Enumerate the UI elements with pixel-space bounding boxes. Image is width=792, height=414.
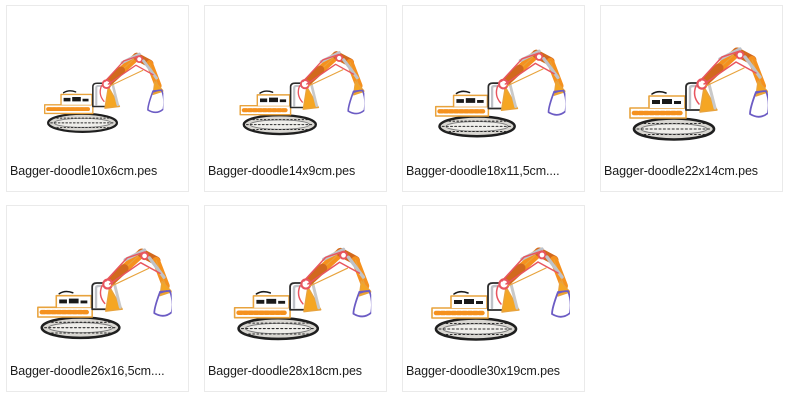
file-tile[interactable]: Bagger-doodle22x14cm.pes bbox=[594, 0, 792, 200]
file-tile-frame[interactable]: Bagger-doodle10x6cm.pes bbox=[6, 5, 189, 192]
file-thumbnail[interactable] bbox=[205, 206, 386, 363]
file-tile[interactable]: Bagger-doodle14x9cm.pes bbox=[198, 0, 396, 200]
file-tile[interactable]: Bagger-doodle26x16,5cm.... bbox=[0, 200, 198, 400]
file-thumbnail[interactable] bbox=[403, 206, 584, 363]
file-tile[interactable]: Bagger-doodle28x18cm.pes bbox=[198, 200, 396, 400]
file-name-label: Bagger-doodle30x19cm.pes bbox=[406, 364, 560, 378]
excavator-doodle-icon bbox=[434, 49, 565, 137]
file-thumbnail[interactable] bbox=[7, 206, 188, 363]
file-thumbnail[interactable] bbox=[403, 6, 584, 163]
file-name-label: Bagger-doodle18x11,5cm.... bbox=[406, 164, 560, 178]
file-tile-frame[interactable]: Bagger-doodle22x14cm.pes bbox=[600, 5, 783, 192]
excavator-doodle-icon bbox=[430, 246, 570, 341]
excavator-doodle-icon bbox=[628, 46, 768, 141]
file-name-label: Bagger-doodle10x6cm.pes bbox=[10, 164, 158, 178]
file-tile[interactable]: Bagger-doodle30x19cm.pes bbox=[396, 200, 594, 400]
file-thumbnail[interactable] bbox=[601, 6, 782, 163]
file-name-label: Bagger-doodle26x16,5cm.... bbox=[10, 364, 165, 378]
empty-grid-cell bbox=[594, 200, 792, 400]
file-thumbnail[interactable] bbox=[7, 6, 188, 163]
file-tile-frame[interactable]: Bagger-doodle14x9cm.pes bbox=[204, 5, 387, 192]
excavator-doodle-icon bbox=[36, 247, 172, 339]
file-name-label: Bagger-doodle28x18cm.pes bbox=[208, 364, 362, 378]
file-tile[interactable]: Bagger-doodle18x11,5cm.... bbox=[396, 0, 594, 200]
file-name-label: Bagger-doodle22x14cm.pes bbox=[604, 164, 758, 178]
file-tile-frame[interactable]: Bagger-doodle26x16,5cm.... bbox=[6, 205, 189, 392]
file-thumbnail[interactable] bbox=[205, 6, 386, 163]
excavator-doodle-icon bbox=[238, 50, 364, 135]
empty-tile-frame bbox=[600, 205, 783, 392]
excavator-doodle-icon bbox=[43, 52, 163, 133]
file-tile[interactable]: Bagger-doodle10x6cm.pes bbox=[0, 0, 198, 200]
file-tile-frame[interactable]: Bagger-doodle28x18cm.pes bbox=[204, 205, 387, 392]
file-name-label: Bagger-doodle14x9cm.pes bbox=[208, 164, 356, 178]
file-tile-frame[interactable]: Bagger-doodle30x19cm.pes bbox=[402, 205, 585, 392]
file-tile-frame[interactable]: Bagger-doodle18x11,5cm.... bbox=[402, 5, 585, 192]
excavator-doodle-icon bbox=[233, 247, 371, 340]
